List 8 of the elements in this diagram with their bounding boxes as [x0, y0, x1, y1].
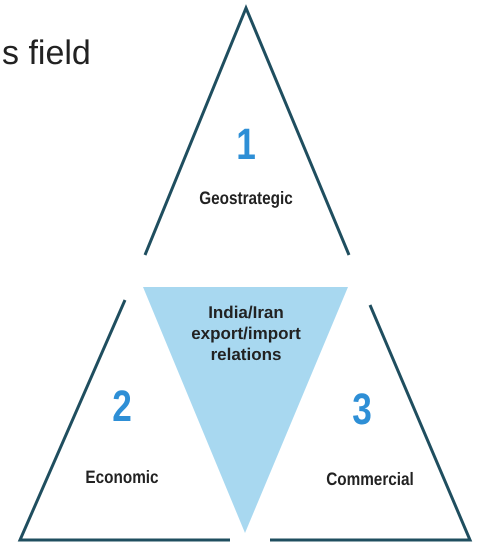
- section-title: Commercial: [326, 469, 414, 489]
- section-title: Economic: [85, 467, 159, 487]
- section-title: Geostrategic: [199, 188, 293, 208]
- heading-fragment: s field: [2, 35, 91, 71]
- center-label: India/Iran export/import relations: [191, 302, 301, 365]
- section-number: 3: [352, 388, 372, 432]
- section-number: 2: [112, 385, 132, 429]
- section-number: 1: [236, 123, 256, 167]
